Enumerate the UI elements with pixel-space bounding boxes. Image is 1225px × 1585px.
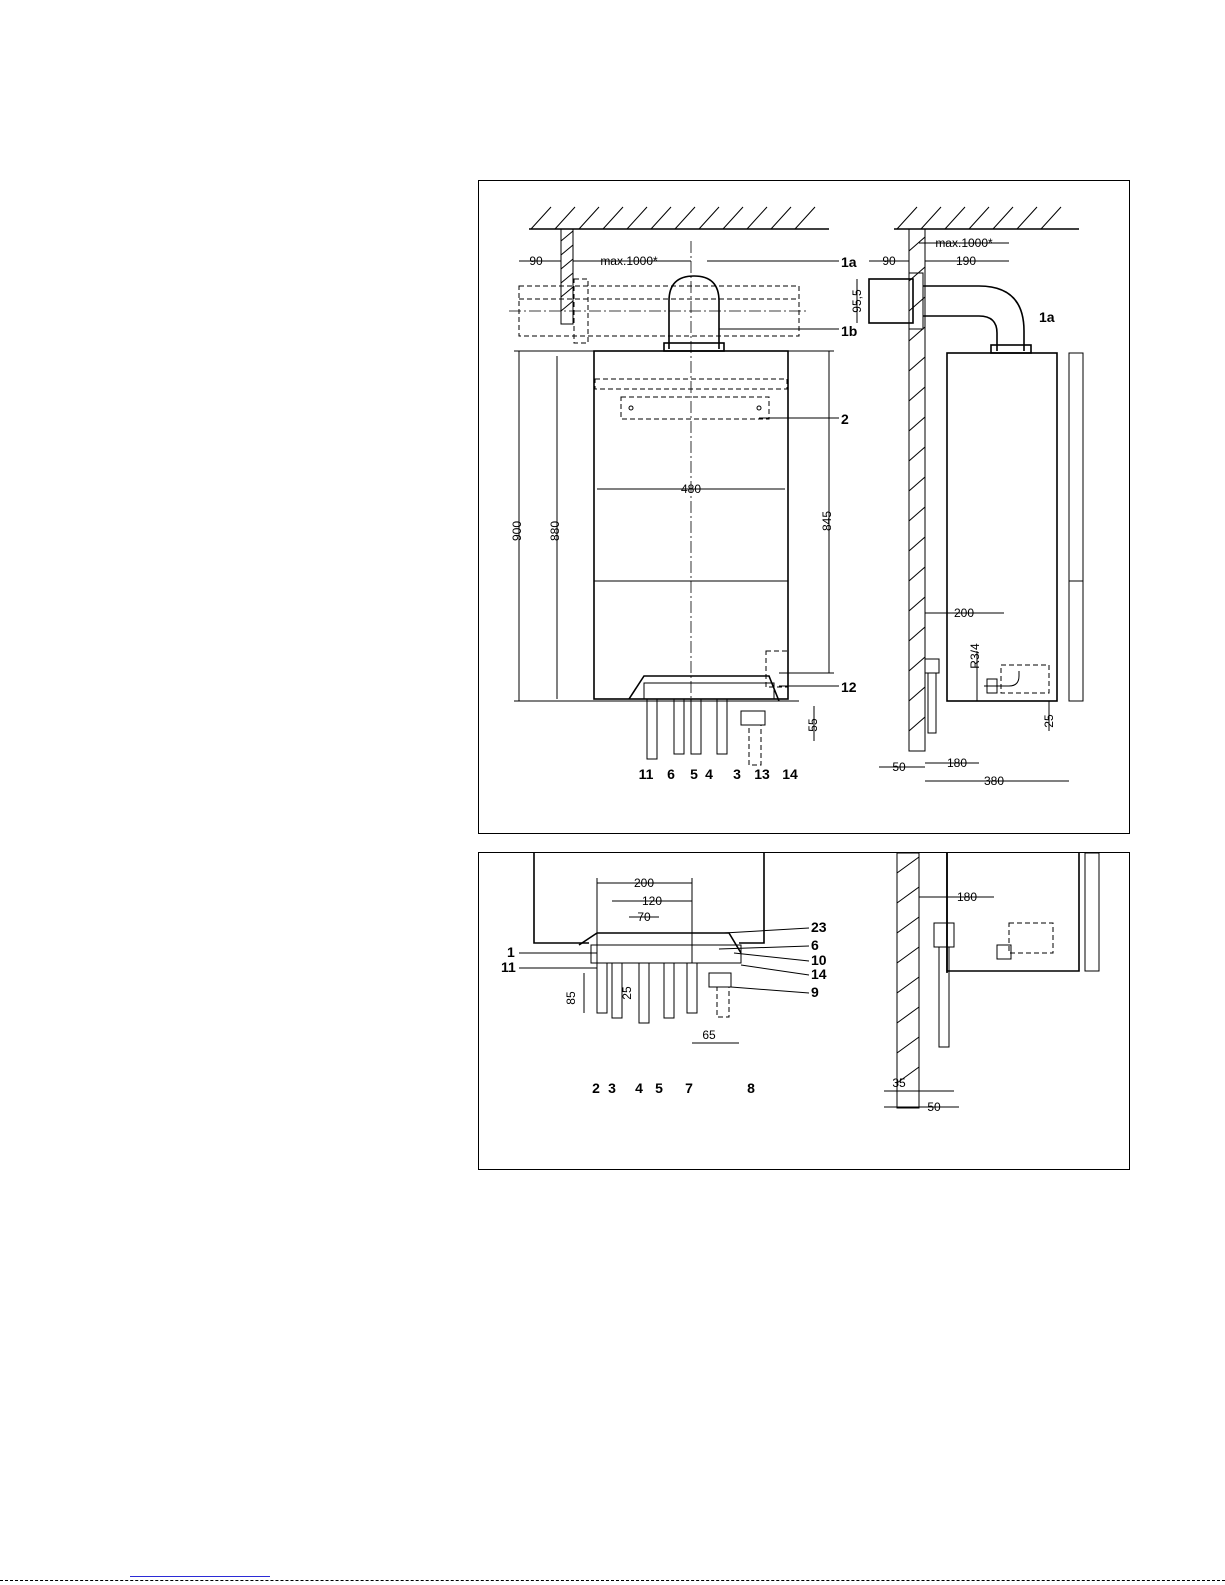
dim-flue-depth: 190: [956, 254, 976, 268]
dim-pipe-180: 180: [947, 756, 967, 770]
installation-diagram-bottom: 200 120 70 85 25 65 1 11 23 6 10 14 9 2 …: [478, 852, 1130, 1170]
dim-height-casing: 880: [548, 521, 562, 541]
connection-block-front: [629, 651, 788, 765]
ceiling-hatch-side: [894, 207, 1079, 229]
footer-link-underline[interactable]: [130, 1576, 270, 1577]
callout-3: 3: [733, 766, 741, 782]
dim-span-70: 70: [637, 910, 651, 924]
boiler-front-casing: [594, 241, 788, 721]
front-dimension-lines: [514, 261, 839, 741]
callout-1a-front: 1a: [841, 254, 857, 270]
dim-bottom-offset: 55: [806, 718, 820, 732]
dim-drop-85: 85: [564, 991, 578, 1005]
callout-11: 11: [639, 766, 654, 782]
dim-height-total: 900: [510, 521, 524, 541]
callout-4: 4: [705, 766, 713, 782]
callout-b-8: 8: [747, 1080, 755, 1096]
dim-drop-25: 25: [620, 986, 634, 1000]
bottom-diagram-drawing: 200 120 70 85 25 65 1 11 23 6 10 14 9 2 …: [479, 853, 1129, 1169]
callout-5: 5: [690, 766, 698, 782]
wall-stub-front: [561, 229, 573, 324]
callout-13: 13: [754, 766, 770, 782]
callout-b-6: 6: [811, 937, 819, 953]
callout-1b: 1b: [841, 323, 857, 339]
installation-diagram-top: 90 max.1000* 900 880 845 480 55 1a 1b 2 …: [478, 180, 1130, 834]
callout-6: 6: [667, 766, 675, 782]
callout-b-23: 23: [811, 919, 827, 935]
dim-pipe-depth: 200: [954, 606, 974, 620]
dim-max-flue-side: max.1000*: [935, 236, 993, 250]
callout-14: 14: [782, 766, 798, 782]
callout-b-7: 7: [685, 1080, 693, 1096]
callout-b-1: 1: [507, 944, 515, 960]
callout-b-11: 11: [501, 959, 516, 975]
callout-b-14: 14: [811, 966, 827, 982]
dim-span-120: 120: [642, 894, 662, 908]
dim-width: 480: [681, 482, 701, 496]
dim-wall-35: 35: [892, 1076, 906, 1090]
flue-pipe-dashed: [509, 279, 809, 343]
dim-height-fixing: 845: [820, 511, 834, 531]
callout-b-5: 5: [655, 1080, 663, 1096]
dim-wall-50: 50: [927, 1100, 941, 1114]
callout-2: 2: [841, 411, 849, 427]
dim-max-flue-front: max.1000*: [600, 254, 658, 268]
flue-side: [869, 273, 1031, 353]
top-diagram-drawing: 90 max.1000* 900 880 845 480 55 1a 1b 2 …: [479, 181, 1129, 833]
page-bottom-rule: [0, 1580, 1225, 1581]
callout-1a-side: 1a: [1039, 309, 1055, 325]
dim-span-65: 65: [702, 1028, 716, 1042]
ceiling-hatch-front: [529, 207, 829, 229]
callout-12: 12: [841, 679, 857, 695]
callout-b-3: 3: [608, 1080, 616, 1096]
callout-b-2: 2: [592, 1080, 600, 1096]
dim-total-depth: 380: [984, 774, 1004, 788]
bottom-side-view: [884, 853, 1099, 1108]
dim-offset-25: 25: [1042, 714, 1056, 728]
callout-b-9: 9: [811, 984, 819, 1000]
dim-span-200: 200: [634, 876, 654, 890]
dim-wall-gap: 50: [892, 760, 906, 774]
callout-b-4: 4: [635, 1080, 643, 1096]
dim-wall-offset-front: 90: [529, 254, 543, 268]
dim-depth-180: 180: [957, 890, 977, 904]
flue-bend-front: [664, 276, 724, 351]
boiler-side-casing: [925, 353, 1083, 733]
dim-flue-height: 95,5: [850, 289, 864, 313]
dim-wall-offset-side: 90: [882, 254, 896, 268]
dim-thread: R3/4: [968, 643, 982, 669]
